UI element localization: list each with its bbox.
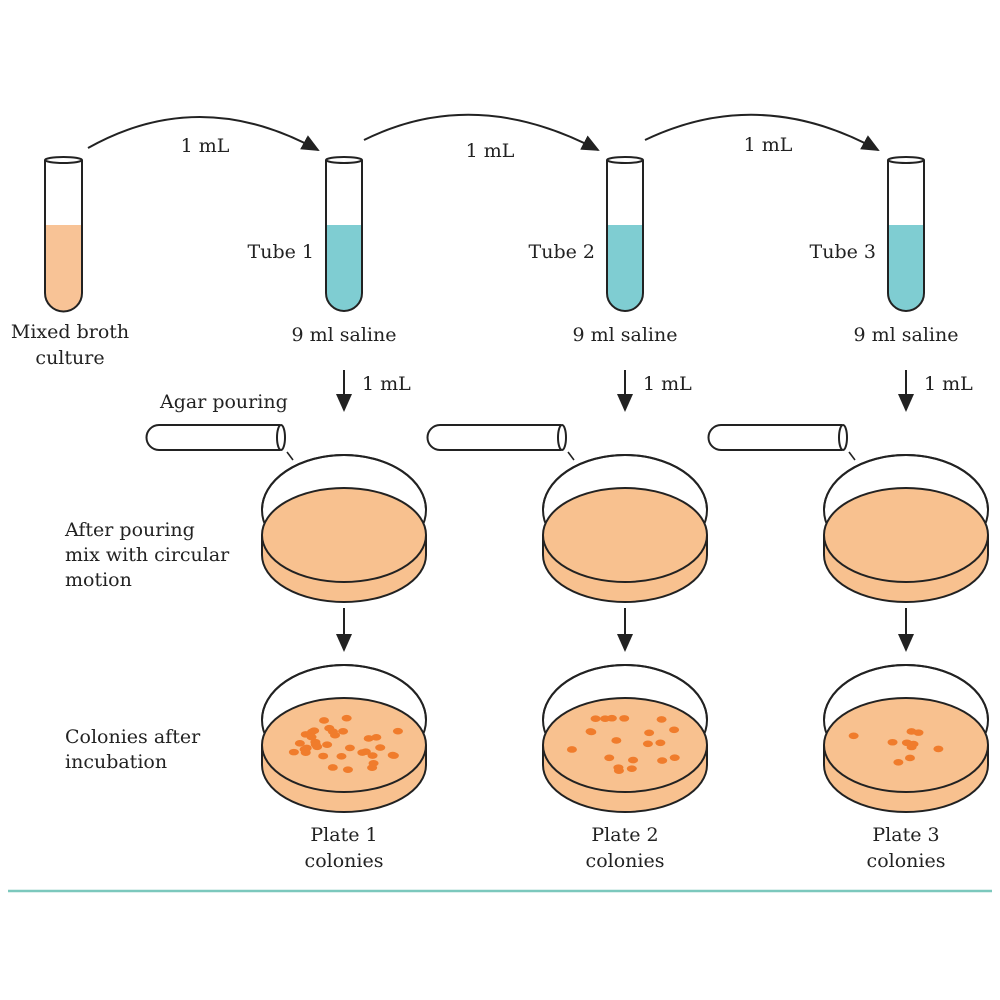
colony [590,715,601,723]
colony [626,765,637,772]
tube-contents: 9 ml saline [854,324,959,346]
colony [887,738,898,746]
tube-1 [325,156,363,312]
colony [655,739,666,747]
colony [392,727,403,735]
colony [566,746,577,753]
colony [669,754,680,761]
plate-label-line2: colonies [867,850,946,872]
colony-plate-1 [261,664,427,813]
colony [606,714,617,722]
colony [669,726,680,734]
transfer-arrow-2 [363,113,600,151]
colony [613,767,624,775]
colony [893,758,904,766]
after-pouring-line1: After pouring [64,519,195,541]
source-label-line2: culture [35,347,104,369]
colony [611,737,622,744]
plate-label-line2: colonies [305,850,384,872]
colony [336,753,347,760]
colony [628,756,639,764]
colony [644,729,655,737]
transfer-label-3: 1 mL [744,134,793,156]
colonies-after-line1: Colonies after [65,726,201,748]
colony [324,724,335,732]
colony [371,734,382,741]
colony [933,745,944,753]
colony [319,717,330,724]
colony [375,744,386,751]
colony [388,752,399,759]
colony [901,739,912,747]
transfer-arrow-1 [87,116,320,151]
colony [306,733,317,741]
transfer-arrow-3 [644,113,880,151]
transfer-arrows [87,113,880,151]
plate-label-line1: Plate 3 [872,824,939,846]
colony [367,752,378,759]
colony [310,741,321,748]
after-pouring-line2: mix with circular [65,544,230,566]
colony [848,732,859,740]
agar-pouring-tube [145,424,301,489]
colony [657,757,668,764]
colony-plate-2 [542,664,708,813]
colonies-after-line2: incubation [65,751,167,773]
agar-pouring-tube [426,424,582,489]
colony [288,748,299,756]
tube-contents: 9 ml saline [573,324,678,346]
colony [363,735,374,742]
colony [656,716,667,723]
colony [585,728,596,735]
tube-2 [606,156,644,312]
plating-volume-label: 1 mL [362,373,411,395]
tube-label: Tube 2 [529,241,595,263]
colony [619,715,630,722]
agar-pouring-label: Agar pouring [159,391,288,413]
colony [904,754,915,762]
colony [322,741,333,749]
colony [318,752,329,760]
saline-fill [326,225,362,311]
tube-3 [887,156,925,312]
colony [301,744,312,752]
poured-plate-2 [542,454,708,603]
plating-volume-label: 1 mL [924,373,973,395]
colony [357,749,368,756]
dilution-column-1: Tube 1 9 ml saline 1 mL Plate 1 colonies [145,156,427,872]
tube-label: Tube 1 [248,241,314,263]
saline-fill [607,225,643,311]
saline-fill [888,225,924,311]
transfer-label-1: 1 mL [181,135,230,157]
colony [294,740,305,747]
poured-plate-1 [261,454,427,603]
colony [642,740,653,748]
colony [604,754,615,762]
transfer-label-2: 1 mL [466,140,515,162]
colony-plate-3 [823,664,989,813]
source-tube [44,156,83,313]
colony [309,727,320,735]
after-pouring-line3: motion [65,569,132,591]
dilution-column-3: Tube 3 9 ml saline 1 mL Plate 3 colonies [707,156,989,872]
plate-label-line1: Plate 1 [310,824,377,846]
plate-label-line1: Plate 2 [591,824,658,846]
tube-label: Tube 3 [810,241,876,263]
source-label-line1: Mixed broth [11,321,129,343]
poured-plate-3 [823,454,989,603]
agar-pouring-tube [707,424,863,489]
colony [344,744,355,752]
colony [327,764,338,771]
colony [341,714,352,722]
dilution-column-2: Tube 2 9 ml saline 1 mL Plate 2 colonies [426,156,708,872]
colony [368,760,379,767]
plating-volume-label: 1 mL [643,373,692,395]
colony [342,766,353,773]
plate-label-line2: colonies [586,850,665,872]
tube-contents: 9 ml saline [292,324,397,346]
colony [906,728,917,735]
colony [338,727,349,735]
